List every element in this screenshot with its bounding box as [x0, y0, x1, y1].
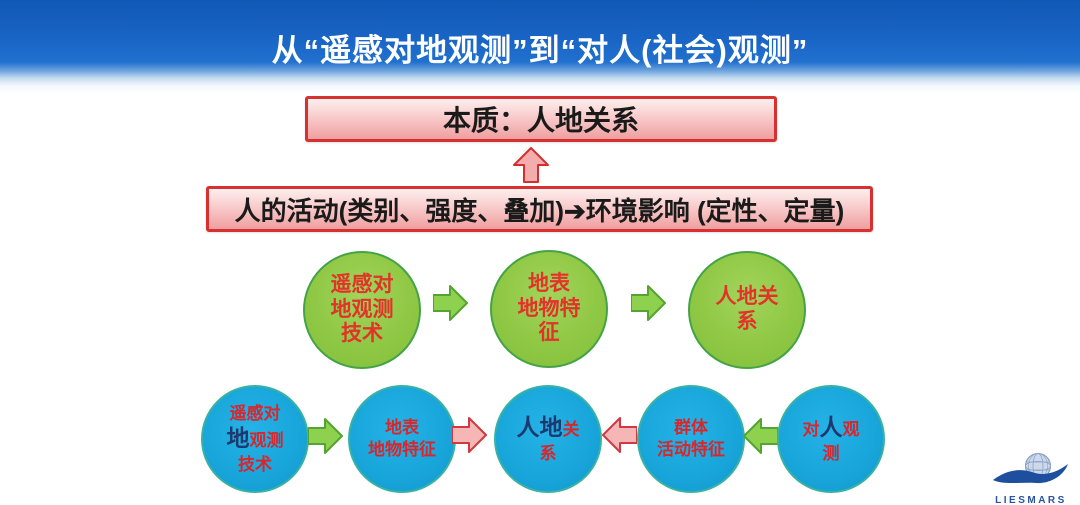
header-banner: 从“遥感对地观测”到“对人(社会)观测”: [0, 0, 1080, 94]
circle-text-line: 活动特征: [657, 440, 725, 459]
right-arrow-green-icon: [308, 418, 343, 454]
circle-text-line: 人地关: [715, 285, 779, 309]
bottom-circle-surface-features: 地表 地物特征: [348, 385, 456, 493]
circle-text-line: 对人观: [802, 414, 860, 441]
circle-text-line: 地物特征: [368, 440, 436, 459]
bottom-circle-remote-sensing-tech: 遥感对 地观测 技术: [201, 385, 309, 493]
left-arrow-pink-icon: [602, 417, 637, 453]
circle-text-line: 群体: [674, 418, 708, 438]
slide-title: 从“遥感对地观测”到“对人(社会)观测”: [271, 33, 809, 68]
circle-text-line: 地表: [385, 418, 419, 438]
circle-text-line: 人地关: [516, 414, 580, 441]
circle-text-line: 技术: [341, 322, 383, 346]
essence-box-label: 本质：人地关系: [442, 105, 639, 136]
top-circle-remote-sensing-tech: 遥感对 地观测 技术: [303, 251, 421, 369]
essence-box: 本质：人地关系: [305, 96, 777, 142]
circle-text-line: 系: [539, 443, 557, 463]
up-arrow-icon: [513, 147, 549, 183]
circle-text-line: 地观测: [226, 425, 284, 452]
circle-text-line: 征: [538, 321, 560, 345]
circle-text-line: 遥感对: [330, 272, 394, 296]
bottom-circle-group-activity: 群体 活动特征: [637, 385, 745, 493]
circle-text-line: 地表: [528, 271, 570, 295]
top-circle-surface-features: 地表 地物特 征: [490, 250, 608, 368]
circle-text-line: 地物特: [517, 296, 581, 320]
circle-text-line: 地观测: [330, 297, 394, 321]
right-arrow-green-icon: [631, 285, 666, 321]
right-arrow-pink-icon: [452, 417, 487, 453]
liesmars-logo-text: LIESMARS: [995, 495, 1067, 505]
liesmars-logo-icon: [993, 453, 1068, 484]
left-arrow-green-icon: [743, 418, 778, 454]
circle-text-line: 测: [822, 443, 840, 463]
right-arrow-green-icon: [433, 285, 468, 321]
top-circle-human-land-relation: 人地关 系: [688, 251, 806, 369]
activity-box: 人的活动(类别、强度、叠加)➔环境影响 (定性、定量): [206, 186, 873, 232]
bottom-circle-human-observation: 对人观 测: [777, 385, 885, 493]
liesmars-logo: LIESMARS: [991, 451, 1071, 505]
circle-text-line: 技术: [238, 454, 272, 474]
bottom-circle-human-land-relation: 人地关 系: [494, 385, 602, 493]
activity-box-label: 人的活动(类别、强度、叠加)➔环境影响 (定性、定量): [234, 195, 845, 226]
circle-text-line: 系: [736, 310, 758, 333]
circle-text-line: 遥感对: [229, 403, 281, 423]
